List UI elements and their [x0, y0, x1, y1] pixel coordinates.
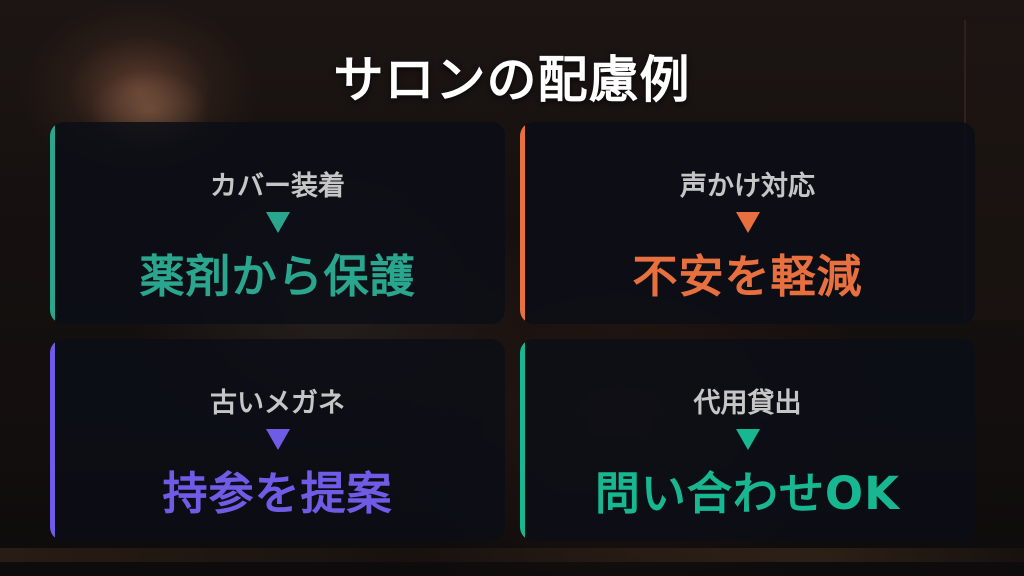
card-label: 古いメガネ	[210, 388, 345, 419]
card-result: 不安を軽減	[632, 250, 863, 303]
card-result: 問い合わせOK	[594, 467, 901, 520]
card-accent-bar	[50, 339, 55, 541]
card-label: 声かけ対応	[680, 171, 815, 202]
card-accent-bar	[520, 339, 525, 541]
down-triangle-icon	[265, 212, 290, 233]
card-result: 持参を提案	[162, 467, 393, 520]
card-accent-bar	[50, 122, 55, 324]
card-label: カバー装着	[210, 171, 345, 202]
card-accent-bar	[520, 122, 525, 324]
card-label: 代用貸出	[693, 388, 802, 419]
down-triangle-icon	[735, 212, 760, 233]
card-result: 薬剤から保護	[139, 250, 416, 303]
card-old-glasses: 古いメガネ 持参を提案	[50, 339, 505, 541]
card-voice: 声かけ対応 不安を軽減	[520, 122, 975, 324]
down-triangle-icon	[265, 429, 290, 450]
card-cover: カバー装着 薬剤から保護	[50, 122, 505, 324]
background-shelf	[0, 548, 1024, 562]
card-loan: 代用貸出 問い合わせOK	[520, 339, 975, 541]
down-triangle-icon	[735, 429, 760, 450]
page-title: サロンの配慮例	[333, 51, 691, 109]
